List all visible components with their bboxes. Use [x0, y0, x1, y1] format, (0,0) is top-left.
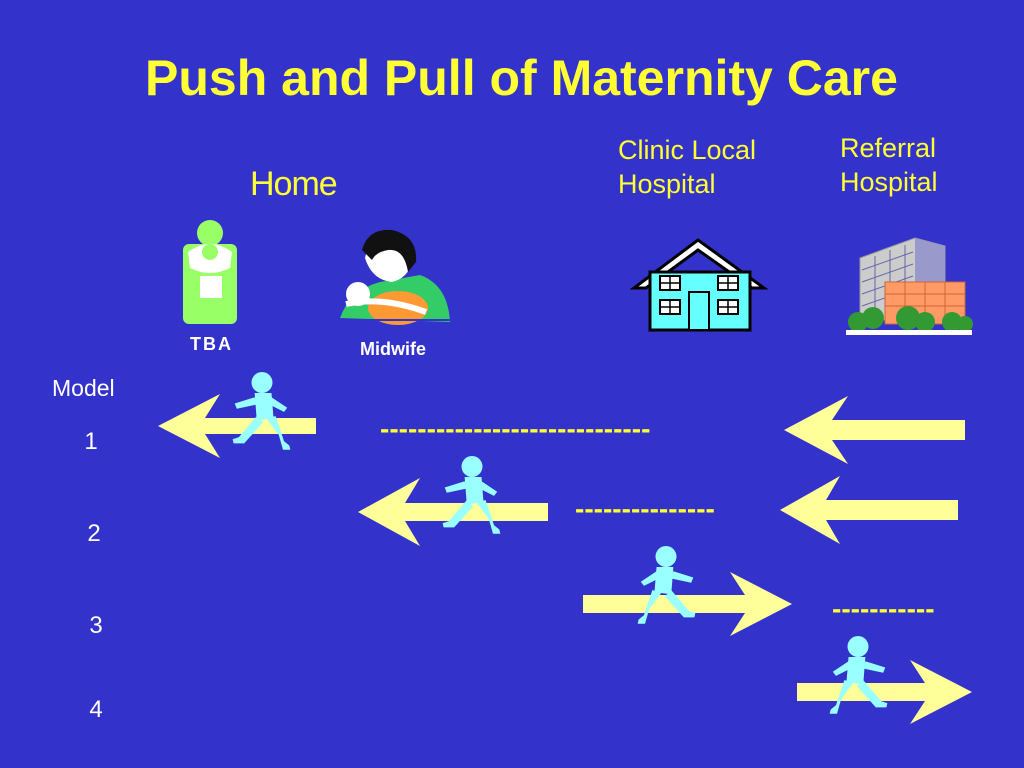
tba-icon [183, 220, 237, 324]
slide-title: Push and Pull of Maternity Care [145, 50, 898, 106]
midwife-label: Midwife [360, 339, 426, 359]
referral-hospital-label: Referral Hospital [840, 131, 1020, 199]
referral-label-line1: Referral [840, 133, 937, 163]
model-number-1: 1 [84, 428, 98, 455]
model-number-3: 3 [89, 612, 103, 639]
model-2-home-arrow [358, 478, 548, 546]
home-label: Home [250, 165, 338, 203]
model-1-dashes: ----------------------------- [380, 413, 651, 444]
clinic-label-line2: Hospital [618, 169, 716, 199]
model-1-home-arrow [158, 394, 316, 458]
model-number-2: 2 [87, 520, 101, 547]
clinic-local-hospital-label: Clinic Local Hospital [618, 133, 808, 201]
model-2-dashes: --------------- [575, 493, 715, 524]
running-child-icon [829, 636, 888, 714]
model-4-hospital-arrow [797, 660, 972, 724]
running-child-icon [442, 456, 501, 534]
hospital-building-icon [846, 237, 973, 335]
model-3-dashes: ----------- [832, 593, 935, 624]
model-heading: Model [52, 375, 115, 401]
clinic-house-icon [629, 238, 769, 332]
model-3-clinic-arrow [583, 572, 792, 636]
model-number-4: 4 [89, 696, 103, 723]
model-2-clinic-arrow [780, 476, 958, 544]
model-1-hospital-arrow [784, 396, 965, 464]
midwife-icon [340, 229, 455, 325]
referral-label-line2: Hospital [840, 167, 938, 197]
clinic-label-line1: Clinic Local [618, 135, 757, 165]
tba-label: TBA [190, 334, 233, 354]
running-child-icon [232, 372, 291, 450]
